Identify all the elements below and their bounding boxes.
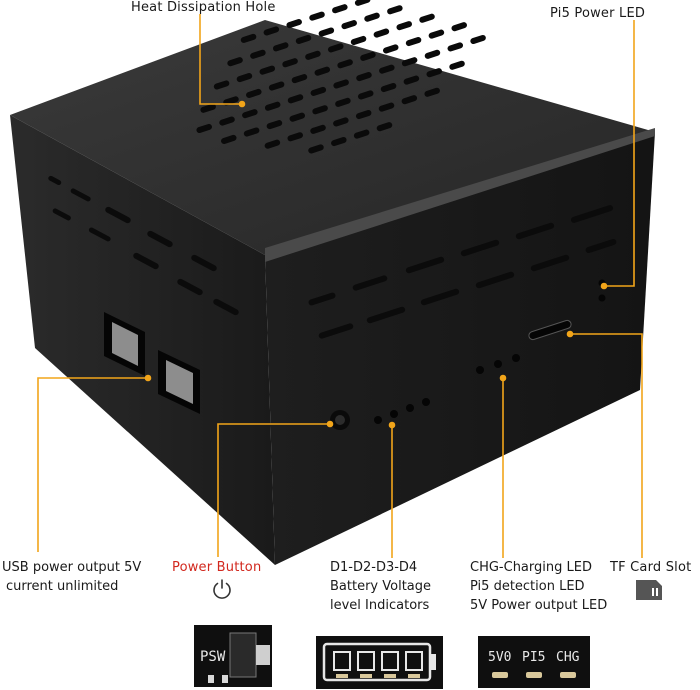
photo-battery-leds [316, 636, 443, 689]
heat-dissipation-holes [196, 0, 486, 154]
label-usb-power-output: USB power output 5V current unlimited [2, 560, 142, 594]
battery-led-holes [374, 398, 430, 424]
front-vent-slots [308, 205, 617, 339]
label-power-button: Power Button [172, 560, 262, 575]
case-right-face [265, 132, 655, 565]
sd-card-icon [636, 580, 662, 600]
silk-psw: PSW [200, 649, 226, 665]
label-tf-card-slot: TF Card Slot [610, 560, 692, 575]
tf-card-slot [528, 319, 572, 341]
label-battery-indicators: D1-D2-D3-D4 Battery Voltage level Indica… [330, 560, 432, 613]
side-vent-slots [48, 175, 239, 316]
usb-ports [104, 312, 200, 414]
photo-power-switch: PSW [194, 625, 272, 687]
label-status-leds: CHG-Charging LED Pi5 detection LED 5V Po… [470, 560, 608, 613]
silk-pi5: PI5 [522, 650, 546, 665]
photo-status-leds: 5V0 PI5 CHG [478, 636, 590, 688]
label-heat-dissipation-hole: Heat Dissipation Hole [131, 0, 276, 15]
case-lid-edge [265, 128, 655, 262]
status-led-holes [476, 354, 520, 374]
silk-5v0: 5V0 [488, 650, 512, 665]
leader-lines [37, 14, 643, 558]
case-top-face [10, 20, 655, 255]
power-icon [213, 579, 231, 599]
label-pi5-power-led: Pi5 Power LED [550, 6, 646, 21]
silk-chg: CHG [556, 650, 580, 665]
